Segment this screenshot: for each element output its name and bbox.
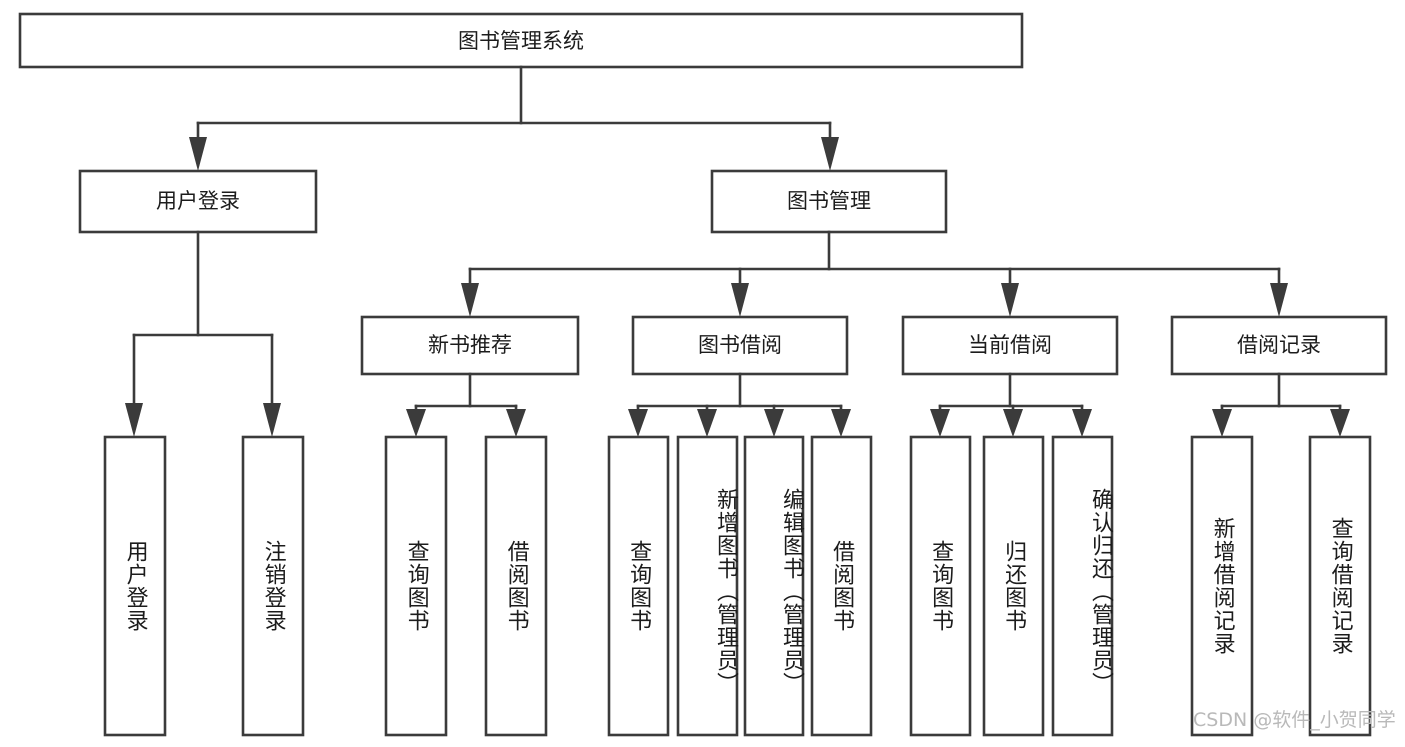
arrow-head-leaf-edit-book-admin [764,409,784,437]
node-label-root: 图书管理系统 [458,29,584,53]
node-box-leaf-borrow-book[interactable] [810,435,873,737]
node-label-new-book-recommend: 新书推荐 [428,333,512,357]
arrow-head-leaf-user-login [125,403,143,437]
arrow-head-leaf-confirm-return-admin [1072,409,1092,437]
node-box-new-book-recommend[interactable] [360,315,580,376]
node-box-book-borrow[interactable] [631,315,849,376]
watermark-text: CSDN @软件_小贺同学 [1193,709,1396,731]
node-box-current-borrow[interactable] [901,315,1119,376]
arrow-head-new-book-recommend [461,283,479,317]
node-box-leaf-query-book-borrow[interactable] [607,435,670,737]
node-label-user-login: 用户登录 [156,189,240,213]
node-label-book-borrow: 图书借阅 [698,333,782,357]
node-label-current-borrow: 当前借阅 [968,333,1052,357]
node-box-leaf-add-book-admin[interactable] [676,435,739,737]
arrow-head-leaf-borrow-book-new [506,409,526,437]
node-box-root[interactable] [18,12,1024,69]
node-box-leaf-query-borrow-record[interactable] [1308,435,1372,737]
arrow-head-leaf-return-book [1003,409,1023,437]
arrow-head-leaf-add-borrow-record [1212,409,1232,437]
node-box-leaf-edit-book-admin[interactable] [743,435,805,737]
node-box-leaf-return-book[interactable] [982,435,1045,737]
node-box-leaf-logout[interactable] [241,435,305,737]
node-box-leaf-add-borrow-record[interactable] [1190,435,1254,737]
node-label-borrow-records: 借阅记录 [1237,333,1321,357]
node-box-leaf-query-book-current[interactable] [909,435,972,737]
arrow-head-leaf-query-borrow-record [1330,409,1350,437]
node-box-leaf-query-book-new[interactable] [384,435,448,737]
node-box-leaf-confirm-return-admin[interactable] [1051,435,1114,737]
arrow-head-leaf-add-book-admin [697,409,717,437]
arrow-head-borrow-records [1270,283,1288,317]
arrow-head-book-management [821,137,839,171]
node-box-leaf-borrow-book-new[interactable] [484,435,548,737]
arrow-head-current-borrow [1001,283,1019,317]
arrow-head-leaf-query-book-new [406,409,426,437]
arrow-head-user-login [189,137,207,171]
node-box-book-management[interactable] [710,169,948,234]
node-box-leaf-user-login[interactable] [103,435,167,737]
arrow-head-leaf-logout [263,403,281,437]
arrow-head-leaf-borrow-book [831,409,851,437]
node-box-borrow-records[interactable] [1170,315,1388,376]
node-label-book-management: 图书管理 [787,189,871,213]
arrow-head-leaf-query-book-current [930,409,950,437]
arrow-head-leaf-query-book-borrow [628,409,648,437]
arrow-head-book-borrow [731,283,749,317]
